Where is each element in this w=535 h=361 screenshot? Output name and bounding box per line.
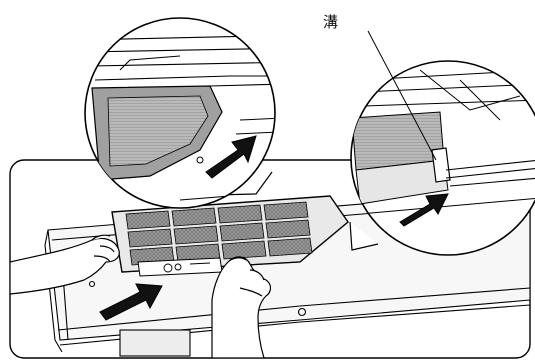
zoom-detail-left bbox=[80, 18, 300, 208]
zoom-detail-right bbox=[350, 61, 535, 255]
groove-label: 溝 bbox=[323, 13, 338, 31]
